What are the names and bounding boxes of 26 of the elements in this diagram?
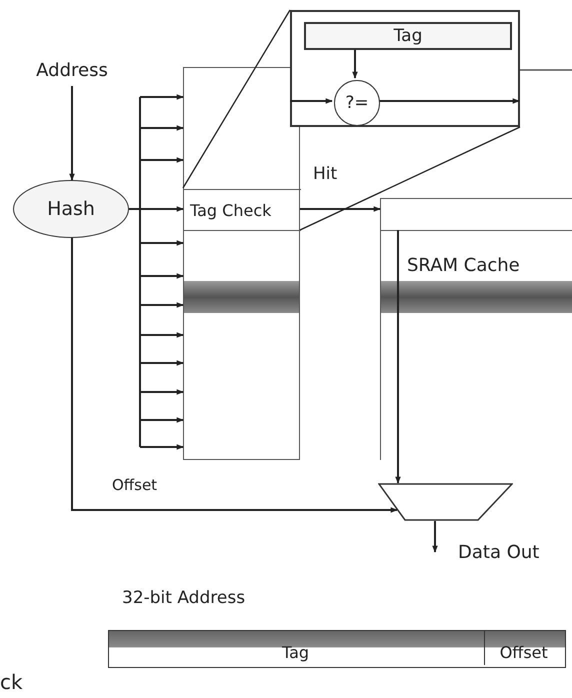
arrow [378, 98, 520, 104]
arrow [71, 238, 398, 513]
hash-ellipse: Hash [13, 180, 129, 238]
signal-label: Address [24, 56, 120, 84]
tag-field: Tag [304, 22, 512, 50]
edge-label: Offset [112, 478, 158, 493]
multiplexer-symbol [378, 483, 513, 521]
bit-field: Offset [484, 630, 563, 664]
text-fragment: ck [0, 672, 23, 692]
tag-array [183, 67, 300, 460]
bar-heading: 32-bit Address [122, 590, 246, 607]
arrow [395, 230, 401, 484]
connector-line [182, 10, 291, 188]
array-label: SRAM Cache [407, 257, 520, 275]
tag-check-row: Tag Check [184, 189, 301, 231]
arrow [69, 86, 75, 181]
arrow [300, 206, 381, 212]
connector-line [300, 126, 520, 231]
arrow [432, 521, 438, 553]
comparator-circle: ?= [334, 80, 380, 126]
arrow [290, 98, 333, 104]
arrow [352, 48, 358, 79]
arrow [129, 206, 184, 212]
bit-field: Tag [108, 630, 484, 664]
sram-array [380, 198, 572, 460]
zoom-box [290, 10, 520, 127]
